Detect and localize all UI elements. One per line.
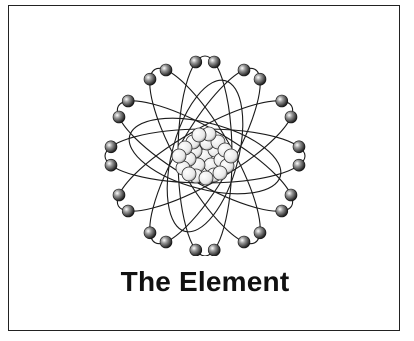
figure-caption: The Element [9,266,401,298]
electron-10 [144,73,156,85]
nucleon-17 [199,171,213,185]
figure-card: The Element [8,5,400,331]
electron-3 [105,141,117,153]
electron-1 [293,159,305,171]
nucleon-19 [172,149,186,163]
electron-20 [160,236,172,248]
electron-7 [122,95,134,107]
electron-22 [276,95,288,107]
electron-2 [105,159,117,171]
electron-19 [254,73,266,85]
electron-11 [160,64,172,76]
nucleon-20 [213,166,227,180]
electron-16 [208,244,220,256]
nucleus [172,127,238,185]
electron-21 [113,189,125,201]
electron-15 [208,56,220,68]
electron-5 [276,205,288,217]
electron-12 [254,227,266,239]
nucleon-21 [182,167,196,181]
electron-17 [144,227,156,239]
electron-13 [190,244,202,256]
electron-6 [113,111,125,123]
electron-24 [122,205,134,217]
atom-icon [9,6,401,256]
electron-23 [285,111,297,123]
electron-9 [238,236,250,248]
electron-4 [293,141,305,153]
electron-14 [190,56,202,68]
electron-8 [285,189,297,201]
nucleon-23 [192,128,206,142]
nucleon-18 [224,149,238,163]
electron-18 [238,64,250,76]
